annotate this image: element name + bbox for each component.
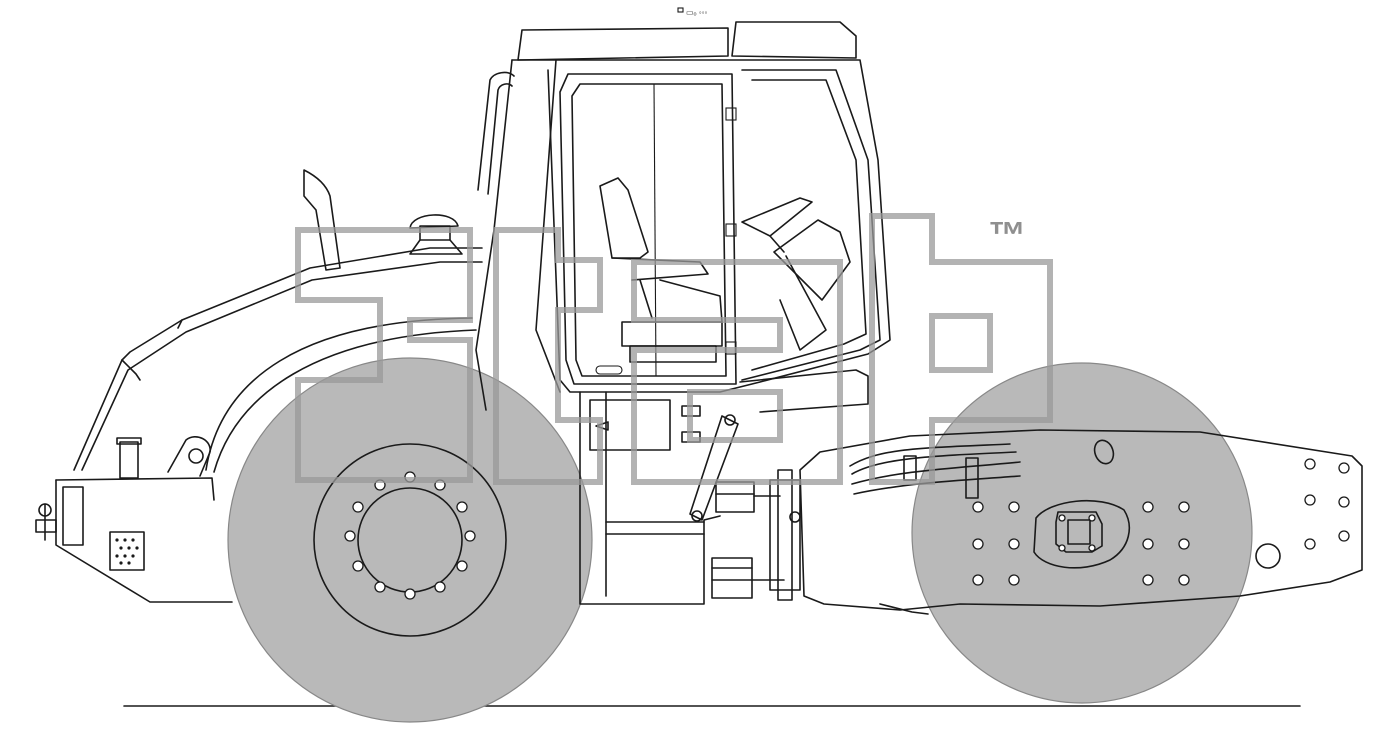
steering-wheel-icon [741,197,851,351]
vibration-motor [1033,499,1131,569]
watermark-logo: ™ [295,213,1053,485]
top-marker-label: ▭ₒ ◦◦◦ [686,8,707,17]
vibratory-drum-icon [911,362,1253,704]
rear-grille [109,531,145,571]
trademark-symbol: ™ [988,215,1026,257]
breather-cap [409,214,459,229]
operator-seat-icon [599,177,723,363]
frame-bolts [972,458,1350,586]
chassis [579,369,869,605]
rear-wheel-icon [227,357,593,723]
exhaust-pipe [303,169,341,271]
articulation-cylinders [711,481,785,599]
drum-frame [799,429,1363,615]
